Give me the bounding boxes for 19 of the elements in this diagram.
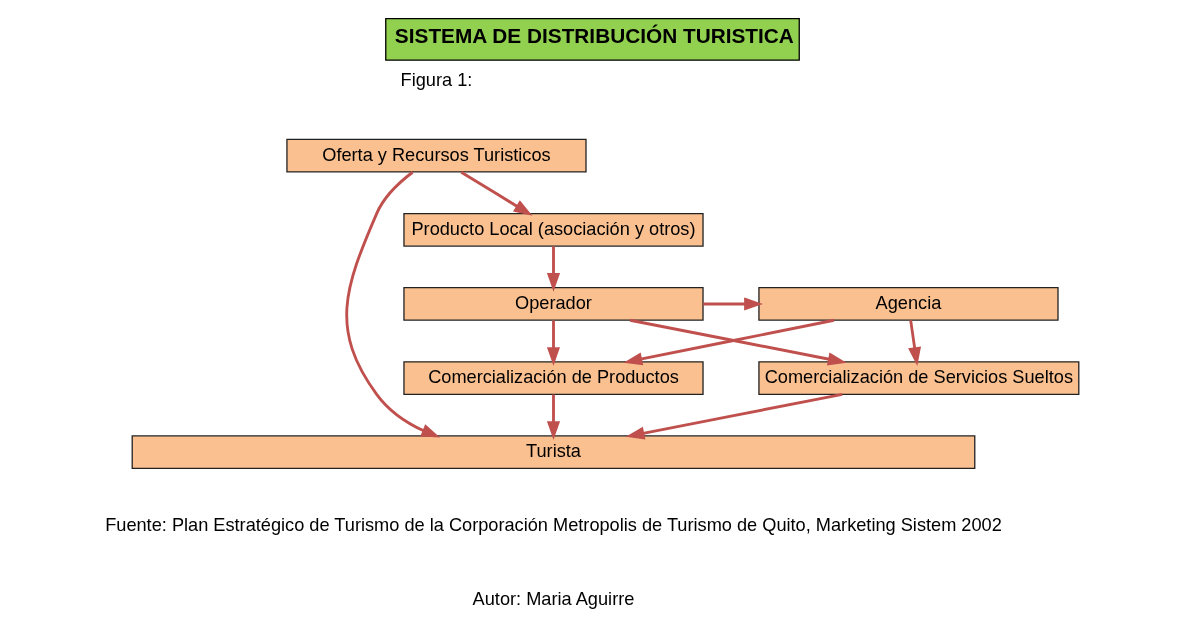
arrow — [546, 246, 560, 292]
node-box: Oferta y Recursos Turisticos — [285, 138, 587, 173]
arrow — [907, 320, 921, 366]
label: Figura 1: — [400, 70, 472, 91]
node-box: Comercialización de Productos — [402, 361, 704, 395]
label: Fuente: Plan Estratégico de Turismo de la Corporación Metropolis de Turismo de Quito, Marketing Sistem 2002 — [104, 515, 1002, 536]
node-box: Agencia — [757, 287, 1059, 321]
node-box: Turista — [131, 435, 975, 470]
diagram-title: SISTEMA DE DISTRIBUCIÓN TURISTICA — [394, 23, 794, 47]
arrow — [625, 392, 843, 440]
node-box: Operador — [402, 287, 704, 321]
node-box: Producto Local (asociación y otros) — [402, 212, 704, 247]
node-box: Comercialización de Servicios Sueltos — [757, 361, 1079, 395]
arrow — [546, 394, 560, 441]
arrow — [546, 320, 560, 366]
arrow — [702, 297, 763, 311]
arrow — [344, 171, 440, 438]
label: Autor: Maria Aguirre — [472, 589, 634, 610]
arrow — [460, 170, 532, 216]
